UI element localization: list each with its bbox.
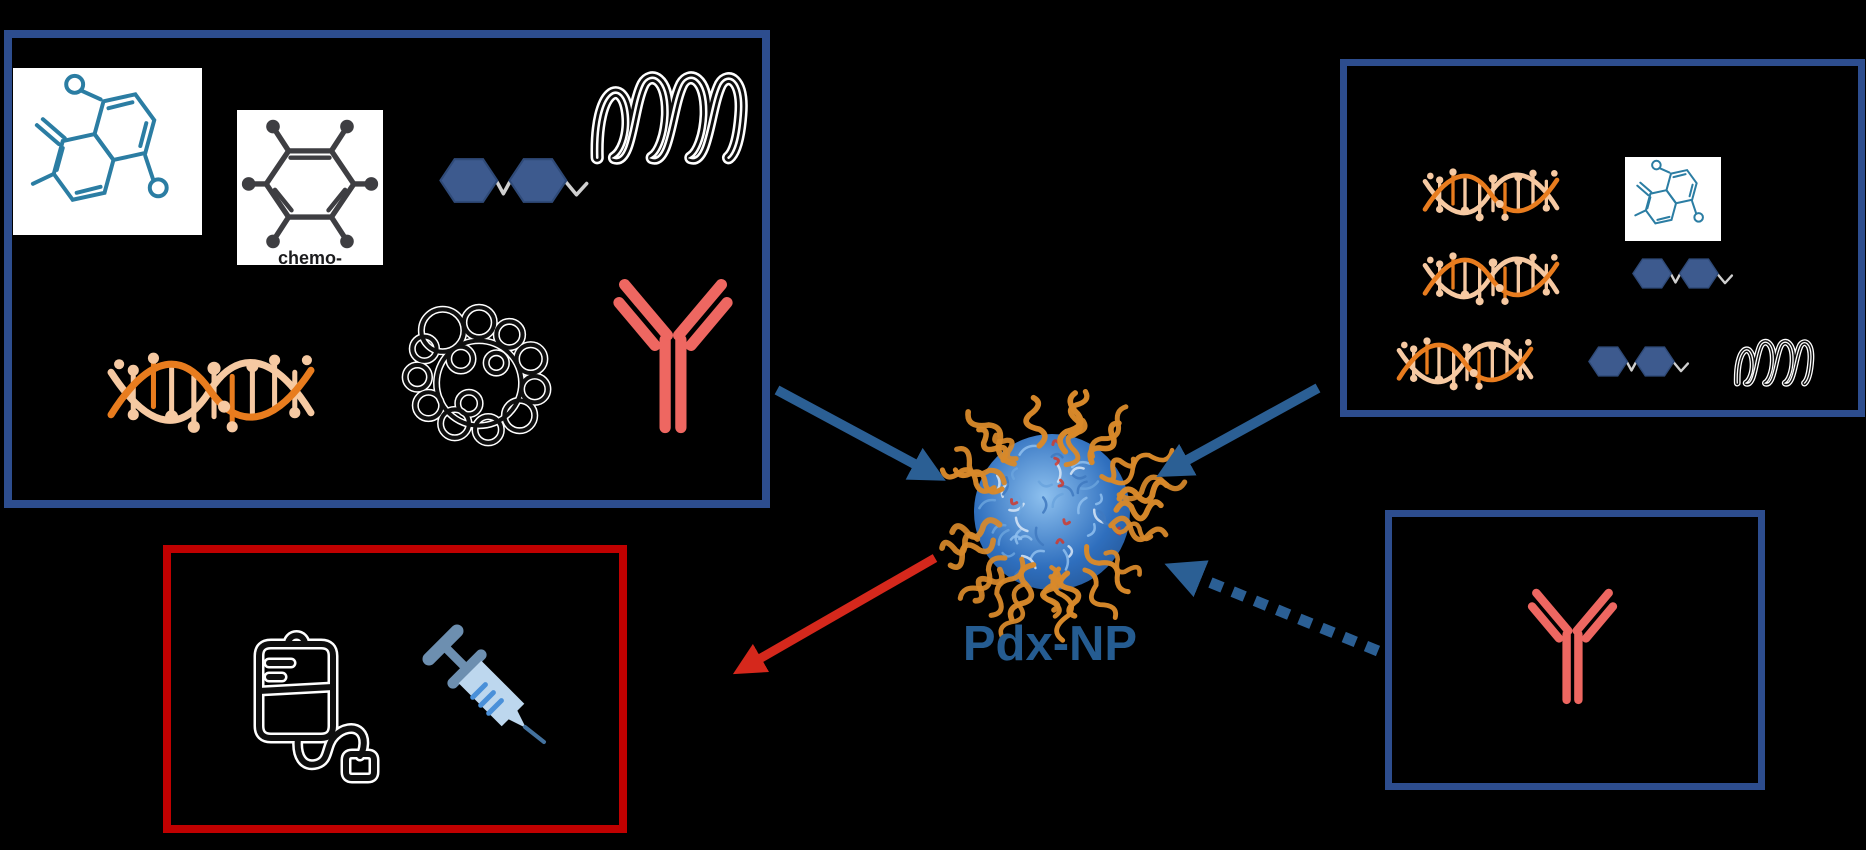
chemo-label: chemo- (277, 248, 342, 265)
arrow-bottomright-to-np-dashed (1164, 560, 1381, 657)
arrow-topleft-to-np (774, 385, 946, 481)
top-left-box (4, 30, 770, 508)
arrow-topright-to-np (1156, 383, 1321, 478)
top-right-box (1340, 59, 1865, 417)
arrow-np-to-bottomleft (732, 554, 938, 675)
quinone-molecule-card-small (1625, 157, 1721, 241)
bottom-left-box (163, 545, 627, 833)
chemo-drug-card: chemo- (237, 110, 383, 265)
bottom-right-box (1385, 510, 1765, 790)
pdx-np-label: Pdx-NP (962, 617, 1138, 671)
quinone-molecule-card (13, 68, 202, 235)
nanoparticle-image (939, 388, 1188, 643)
